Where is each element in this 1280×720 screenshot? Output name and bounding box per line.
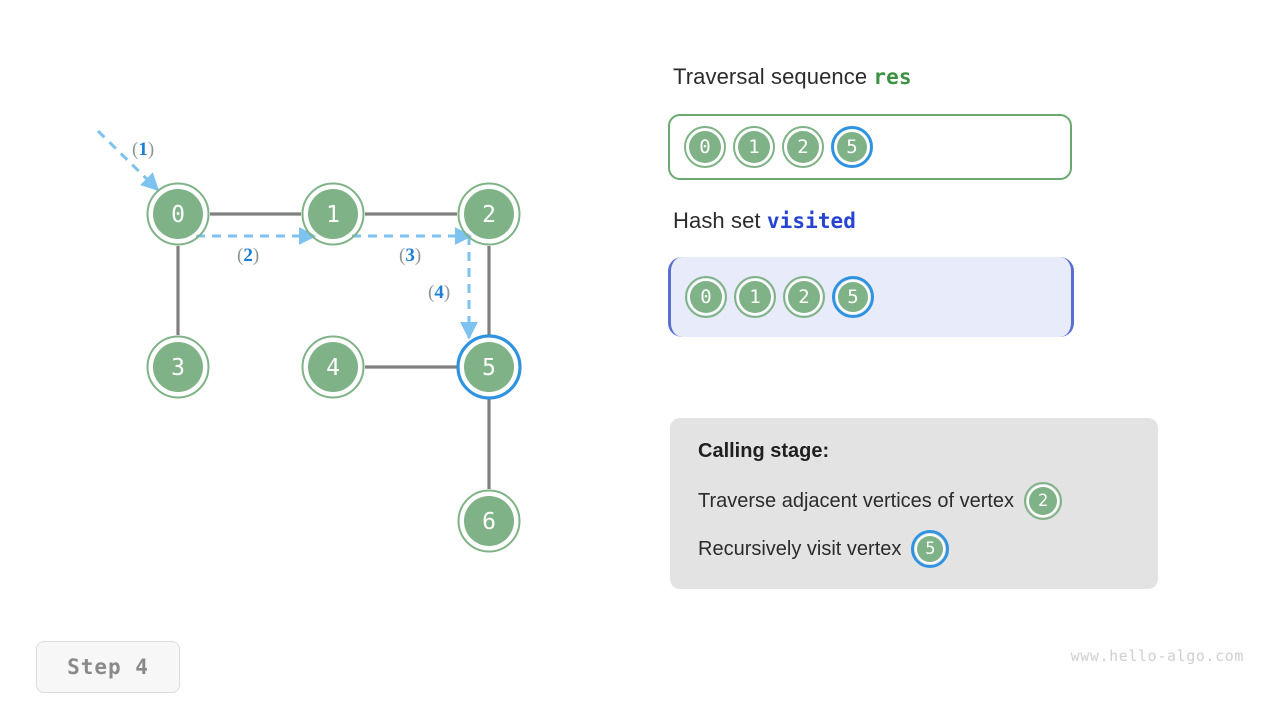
visited-set-items: 0 1 2 5 xyxy=(685,257,874,337)
res-item-2-label: 2 xyxy=(797,136,809,158)
res-array-box: 0 1 2 5 xyxy=(668,114,1072,180)
graph-vertex-4[interactable]: 4 xyxy=(301,335,365,399)
visited-section-title: Hash set visited xyxy=(673,208,856,234)
chip-outer-ring xyxy=(685,276,727,318)
calling-stage-line-1: Recursively visit vertex 5 xyxy=(698,530,1158,568)
graph-vertex-5-label: 5 xyxy=(482,355,496,381)
res-title-text: Traversal sequence xyxy=(673,64,874,89)
chip-outer-ring xyxy=(733,126,775,168)
calling-stage-line-0: Traverse adjacent vertices of vertex 2 xyxy=(698,482,1158,520)
info-panel: Traversal sequence res 0 1 2 xyxy=(668,0,1268,720)
traversal-arrows xyxy=(96,129,478,340)
chip-inner-ring xyxy=(687,129,723,165)
traversal-label-2-number: 2 xyxy=(243,245,253,266)
chip-inner-ring xyxy=(688,279,724,315)
graph-edges xyxy=(176,212,491,489)
chip-outer-ring xyxy=(734,276,776,318)
visited-item-0-label: 0 xyxy=(700,286,712,308)
calling-stage-line-0-text: Traverse adjacent vertices of vertex xyxy=(698,489,1015,512)
res-item-3-label: 5 xyxy=(846,136,858,158)
chip-disc xyxy=(690,281,722,313)
chip-outer-ring xyxy=(684,126,726,168)
chip-inner-ring xyxy=(835,130,869,164)
graph-vertex-0-label: 0 xyxy=(171,202,185,228)
res-item-2[interactable]: 2 xyxy=(782,126,824,168)
graph-vertex-2-label: 2 xyxy=(482,202,496,228)
graph-vertex-5[interactable]: 5 xyxy=(456,334,522,400)
visited-item-1-label: 1 xyxy=(749,286,761,308)
graph-svg: (1) (2) (3) (4) 0 1 xyxy=(96,129,522,553)
chip-disc xyxy=(787,131,819,163)
calling-stage-heading: Calling stage: xyxy=(698,440,830,462)
calling-stage-box: Calling stage: Traverse adjacent vertice… xyxy=(670,418,1158,589)
chip-outer-ring xyxy=(782,126,824,168)
res-item-3[interactable]: 5 xyxy=(831,126,873,168)
graph-vertex-0[interactable]: 0 xyxy=(146,182,210,246)
visited-set-box: 0 1 2 5 xyxy=(668,257,1074,337)
traversal-arrow-labels: (1) (2) (3) (4) xyxy=(132,139,450,303)
visited-title-text: Hash set xyxy=(673,208,767,233)
chip-inner-ring xyxy=(915,534,946,564)
traversal-arrow-1 xyxy=(96,129,160,192)
chip-disc xyxy=(738,131,770,163)
res-item-1[interactable]: 1 xyxy=(733,126,775,168)
res-item-1-label: 1 xyxy=(748,136,760,158)
calling-stage-line-1-vertex[interactable]: 5 xyxy=(911,530,950,568)
traversal-label-4-number: 4 xyxy=(434,282,444,303)
chip-outer-ring xyxy=(1024,482,1063,520)
step-badge: Step 4 xyxy=(36,641,180,693)
graph-vertex-3[interactable]: 3 xyxy=(146,335,210,399)
watermark: www.hello-algo.com xyxy=(1070,647,1244,665)
graph-vertices: 0 1 2 3 xyxy=(146,182,522,553)
visited-item-3-label: 5 xyxy=(847,286,859,308)
calling-stage-line-0-vertex-label: 2 xyxy=(1037,491,1049,511)
graph-vertex-6[interactable]: 6 xyxy=(457,489,521,553)
chip-inner-ring xyxy=(736,129,772,165)
chip-disc xyxy=(788,281,820,313)
graph-vertex-1[interactable]: 1 xyxy=(301,182,365,246)
visited-item-2-label: 2 xyxy=(798,286,810,308)
chip-disc xyxy=(837,132,867,162)
graph-vertex-2[interactable]: 2 xyxy=(457,182,521,246)
chip-disc xyxy=(1029,487,1058,515)
res-section-title: Traversal sequence res xyxy=(673,64,912,90)
calling-stage-line-1-text: Recursively visit vertex xyxy=(698,537,902,560)
traversal-label-3: (3) xyxy=(399,245,421,266)
graph-vertex-6-label: 6 xyxy=(482,509,496,535)
chip-inner-ring xyxy=(1027,485,1060,517)
visited-item-2[interactable]: 2 xyxy=(783,276,825,318)
chip-outer-ring xyxy=(831,126,873,168)
chip-inner-ring xyxy=(786,279,822,315)
calling-stage-line-1-vertex-label: 5 xyxy=(925,539,936,559)
res-title-code: res xyxy=(873,65,912,89)
res-item-0[interactable]: 0 xyxy=(684,126,726,168)
chip-outer-ring xyxy=(832,276,874,318)
chip-inner-ring xyxy=(785,129,821,165)
chip-disc xyxy=(689,131,721,163)
calling-stage-line-0-vertex[interactable]: 2 xyxy=(1024,482,1063,520)
traversal-label-3-number: 3 xyxy=(405,245,415,266)
res-array-items: 0 1 2 5 xyxy=(684,116,873,178)
visited-item-3[interactable]: 5 xyxy=(832,276,874,318)
graph-vertex-4-label: 4 xyxy=(326,355,340,381)
res-item-0-label: 0 xyxy=(699,136,711,158)
traversal-label-2: (2) xyxy=(237,245,259,266)
chip-inner-ring xyxy=(836,280,870,314)
chip-outer-ring xyxy=(783,276,825,318)
graph-vertex-3-label: 3 xyxy=(171,355,185,381)
chip-disc xyxy=(838,282,868,312)
graph-vertex-1-label: 1 xyxy=(326,202,340,228)
chip-outer-ring xyxy=(911,530,950,568)
traversal-label-4: (4) xyxy=(428,282,450,303)
visited-item-0[interactable]: 0 xyxy=(685,276,727,318)
chip-disc xyxy=(739,281,771,313)
visited-title-code: visited xyxy=(766,209,857,233)
visited-item-1[interactable]: 1 xyxy=(734,276,776,318)
traversal-label-1-number: 1 xyxy=(138,139,148,160)
chip-inner-ring xyxy=(737,279,773,315)
chip-disc xyxy=(917,536,944,562)
graph-diagram-panel: (1) (2) (3) (4) 0 1 xyxy=(0,0,640,640)
traversal-label-1: (1) xyxy=(132,139,154,160)
